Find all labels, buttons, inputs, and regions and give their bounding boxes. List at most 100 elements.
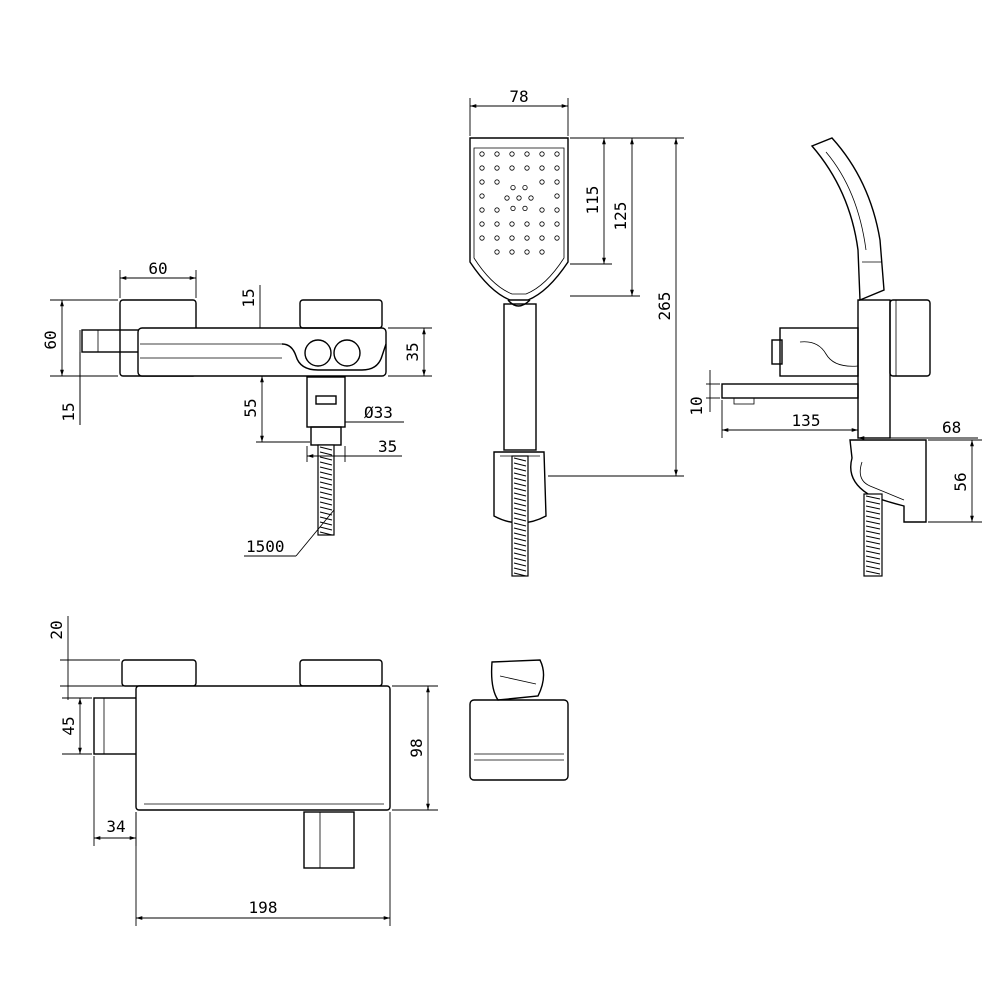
front-right-handle — [299, 299, 383, 329]
dim-head-width: 78 — [509, 87, 528, 106]
hose-hatch-line — [513, 557, 527, 562]
spray-nozzle — [539, 249, 545, 255]
spray-nozzle — [479, 165, 485, 171]
spray-nozzle — [554, 165, 560, 171]
spray-nozzle — [479, 207, 485, 213]
spray-nozzle — [494, 207, 500, 213]
hose-hatch-line — [865, 570, 881, 575]
spray-nozzle — [539, 235, 545, 241]
hose-hatch-line — [319, 446, 333, 451]
hose-hatch-line — [865, 555, 881, 560]
spray-nozzle — [539, 165, 545, 171]
spray-nozzle — [494, 221, 500, 227]
hose-hatch-line — [513, 487, 527, 492]
hose-hatch-line — [319, 516, 333, 521]
dim-outlet-diameter: Ø33 — [364, 403, 393, 422]
spray-nozzle — [554, 221, 560, 227]
spray-nozzle — [539, 179, 545, 185]
side-hose-hatch — [865, 495, 881, 575]
hose-hatch-line — [513, 537, 527, 542]
spray-nozzle — [524, 249, 530, 255]
front-body — [137, 327, 387, 377]
hose-hatch-line — [319, 521, 333, 526]
spray-nozzle — [539, 207, 545, 213]
dim-top-offset: 15 — [239, 288, 258, 307]
front-recess — [281, 343, 387, 371]
spray-nozzle — [554, 193, 560, 199]
front-hose-nut — [310, 426, 342, 446]
dim-top-inlet-offset: 34 — [106, 817, 125, 836]
hose-hatch-line — [513, 517, 527, 522]
spray-nozzle — [554, 151, 560, 157]
side-handle — [889, 299, 931, 377]
dim-hose-length: 1500 — [246, 537, 285, 556]
hose-hatch-line — [513, 547, 527, 552]
hose-hatch-line — [865, 520, 881, 525]
spray-nozzle — [479, 221, 485, 227]
hose-hatch-line — [513, 532, 527, 537]
spray-nozzle — [524, 235, 530, 241]
hose-hatch-line — [865, 500, 881, 505]
hose-hatch-line — [513, 482, 527, 487]
hose-hatch-line — [513, 522, 527, 527]
hose-hatch-line — [513, 467, 527, 472]
front-knob-right — [333, 339, 361, 367]
hose-hatch-line — [513, 542, 527, 547]
hose-hatch-line — [513, 497, 527, 502]
dim-top-handle-height: 20 — [47, 620, 66, 639]
shower-head-outline — [469, 137, 569, 301]
dim-holder-width: 68 — [942, 418, 961, 437]
hose-hatch-line — [319, 496, 333, 501]
spray-nozzle — [510, 185, 516, 191]
spray-nozzle — [524, 151, 530, 157]
top-outlet — [303, 811, 355, 869]
hose-hatch-line — [513, 527, 527, 532]
spray-nozzle — [494, 249, 500, 255]
hose-hatch-line — [513, 477, 527, 482]
hose-hatch-line — [865, 530, 881, 535]
shower-hose-hatch — [513, 457, 527, 577]
hose-hatch-line — [319, 451, 333, 456]
dim-head-height: 125 — [611, 202, 630, 231]
front-left-inlet — [81, 329, 141, 353]
hose-hatch-line — [319, 486, 333, 491]
top-right-handle — [299, 659, 383, 687]
hose-hatch-line — [865, 560, 881, 565]
detail-body — [469, 699, 569, 781]
side-hose — [863, 493, 883, 577]
side-body — [857, 299, 891, 439]
spray-nozzle — [539, 221, 545, 227]
hose-hatch-line — [865, 505, 881, 510]
dim-handle-width: 60 — [148, 259, 167, 278]
hose-hatch-line — [319, 461, 333, 466]
spray-nozzle — [524, 221, 530, 227]
top-body — [135, 685, 391, 811]
spray-nozzle — [522, 205, 528, 211]
hose-hatch-line — [513, 507, 527, 512]
hose-hatch-line — [319, 471, 333, 476]
spray-nozzles — [479, 151, 560, 255]
hose-hatch-line — [319, 526, 333, 531]
front-view: 60 60 15 15 35 55 Ø33 35 1500 — [41, 259, 432, 557]
spray-nozzle — [509, 151, 515, 157]
spray-nozzle — [479, 193, 485, 199]
spray-nozzle — [494, 235, 500, 241]
spray-nozzle — [516, 195, 522, 201]
hose-hatch-line — [513, 472, 527, 477]
side-spout — [721, 383, 859, 399]
hose-hatch-line — [865, 515, 881, 520]
shower-handle — [503, 303, 537, 451]
hose-hatch-line — [513, 512, 527, 517]
hose-hatch-line — [865, 550, 881, 555]
dim-outlet-width: 35 — [378, 437, 397, 456]
hose-hatch-line — [319, 506, 333, 511]
spray-nozzle — [479, 179, 485, 185]
hose-hatch-line — [865, 495, 881, 500]
front-outlet — [306, 376, 346, 428]
spray-nozzle — [479, 151, 485, 157]
spray-nozzle — [504, 195, 510, 201]
spray-nozzle — [509, 165, 515, 171]
hose-hatch-line — [319, 531, 333, 536]
spray-nozzle — [494, 151, 500, 157]
